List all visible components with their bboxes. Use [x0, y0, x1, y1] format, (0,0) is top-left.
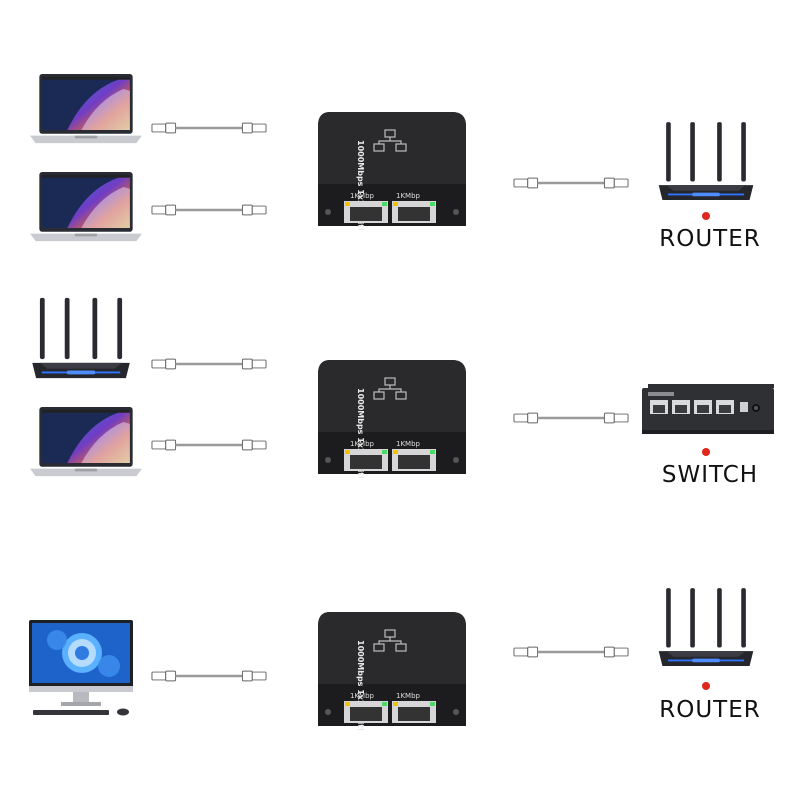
indicator-dot	[702, 212, 710, 220]
device-label: ROUTER	[659, 697, 761, 723]
network-icon	[373, 377, 407, 400]
splitter-device: 1000Mbps 1x2 splitter 1KMbp 1KMbp	[310, 108, 472, 230]
router-icon	[655, 120, 757, 204]
network-icon	[373, 129, 407, 152]
ethernet-cable-icon	[150, 120, 268, 136]
indicator-dot	[702, 448, 710, 456]
splitter-device: 1000Mbps 1x2 splitter 1KMbp 1KMbp	[310, 356, 472, 478]
ethernet-cable-icon	[512, 644, 630, 660]
splitter-model-text: 1000Mbps 1x2 splitter	[356, 388, 365, 478]
ethernet-cable-icon	[512, 410, 630, 426]
laptop-icon	[30, 170, 142, 245]
laptop-icon	[30, 72, 142, 147]
switch-icon	[638, 380, 778, 440]
splitter-model-text: 1000Mbps 1x2 splitter	[356, 640, 365, 730]
ethernet-cable-icon	[150, 668, 268, 684]
ethernet-cable-icon	[150, 202, 268, 218]
ethernet-cable-icon	[150, 356, 268, 372]
indicator-dot	[702, 682, 710, 690]
laptop-icon	[30, 405, 142, 480]
ethernet-cable-icon	[150, 437, 268, 453]
splitter-device: 1000Mbps 1x2 splitter 1KMbp 1KMbp	[310, 608, 472, 730]
device-label: ROUTER	[659, 226, 761, 252]
splitter-model-text: 1000Mbps 1x2 splitter	[356, 140, 365, 230]
router-icon	[28, 296, 134, 382]
router-icon	[655, 586, 757, 670]
device-label: SWITCH	[661, 462, 759, 488]
port-label: 1KMbp	[350, 440, 375, 448]
port-label: 1KMbp	[396, 440, 421, 448]
port-label: 1KMbp	[350, 192, 375, 200]
network-icon	[373, 629, 407, 652]
desktop-monitor-icon	[26, 618, 138, 718]
port-label: 1KMbp	[396, 692, 421, 700]
port-label: 1KMbp	[350, 692, 375, 700]
port-label: 1KMbp	[396, 192, 421, 200]
ethernet-cable-icon	[512, 175, 630, 191]
